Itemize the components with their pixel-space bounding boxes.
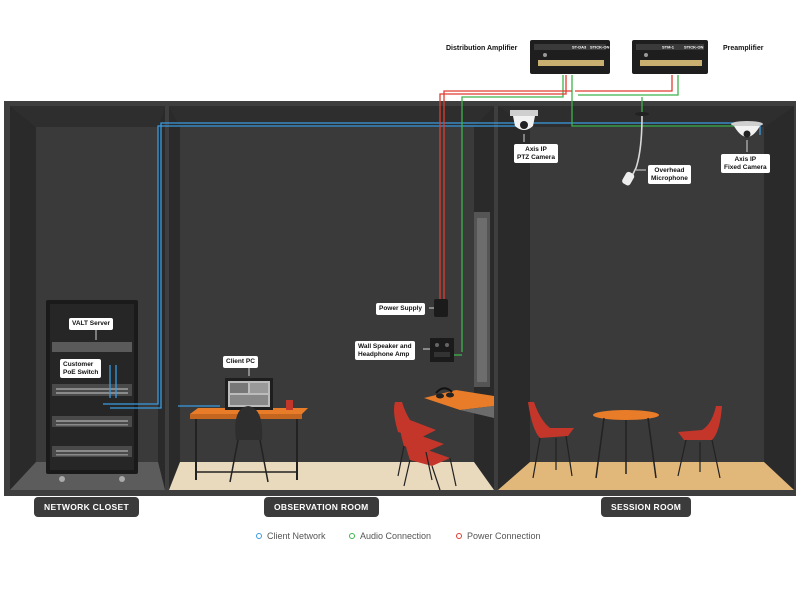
distribution-amplifier-label: Distribution Amplifier: [446, 45, 518, 52]
client-pc-label: Client PC: [223, 356, 258, 368]
preamplifier-device: STM-1 STICK-ON: [632, 40, 708, 74]
observation-floor: [169, 462, 494, 490]
session-floor: [498, 462, 794, 490]
legend-client-network: Client Network: [256, 531, 326, 541]
fixed-camera-label-line1: Axis IP: [734, 156, 757, 163]
legend-client-network-text: Client Network: [267, 531, 326, 541]
pre-unit-model: STM-1: [662, 45, 675, 50]
pre-unit-brand: STICK-ON: [684, 45, 703, 50]
network-closet-tag: NETWORK CLOSET: [34, 497, 139, 517]
power-supply-label: Power Supply: [376, 303, 425, 315]
wall-speaker-label-line2: Headphone Amp: [358, 350, 410, 358]
server-rack: [46, 300, 138, 482]
microphone-label-line2: Microphone: [651, 174, 688, 182]
poe-switch-label: Customer PoE Switch: [60, 359, 102, 378]
fixed-camera-label-line2: Fixed Camera: [724, 163, 767, 171]
legend-audio-connection-text: Audio Connection: [360, 531, 432, 541]
poe-switch-label-line2: PoE Switch: [63, 368, 99, 376]
microphone-label-line1: Overhead: [654, 167, 685, 174]
ptz-camera-label-line1: Axis IP: [525, 146, 547, 153]
ptz-camera-label: Axis IP PTZ Camera: [514, 144, 558, 163]
microphone-label: Overhead Microphone: [648, 165, 691, 184]
power-supply-device: [434, 299, 448, 317]
observation-chairs: [394, 402, 457, 491]
wall-speaker-device: [430, 338, 454, 362]
da-unit-model: ST-DA3: [572, 45, 587, 50]
power-connection-dot-icon: [456, 533, 462, 539]
fixed-camera-label: Axis IP Fixed Camera: [721, 154, 770, 173]
overhead-microphone-icon: [622, 112, 649, 186]
cup-icon: [286, 400, 293, 410]
client-network-dot-icon: [256, 533, 262, 539]
ptz-camera-icon: [510, 110, 538, 130]
poe-switch-label-line1: Customer: [63, 361, 94, 368]
legend-power-connection: Power Connection: [456, 531, 541, 541]
preamplifier-label: Preamplifier: [723, 45, 764, 52]
client-pc-desk: [190, 378, 308, 483]
audio-connection-dot-icon: [349, 533, 355, 539]
callout-pointers: [95, 134, 748, 376]
session-room-tag: SESSION ROOM: [601, 497, 692, 517]
network-cables: [103, 122, 761, 409]
wall-speaker-label: Wall Speaker and Headphone Amp: [355, 341, 415, 360]
observation-room-tag: OBSERVATION ROOM: [264, 497, 379, 517]
fixed-camera-icon: [731, 121, 763, 138]
desk-chair: [235, 406, 263, 440]
power-cables: [439, 75, 673, 300]
ptz-camera-label-line2: PTZ Camera: [517, 153, 555, 161]
valt-server-unit: [52, 342, 132, 352]
distribution-amplifier-device: ST-DA3 STICK-ON: [530, 40, 610, 74]
wall-speaker-label-line1: Wall Speaker and: [358, 343, 412, 350]
da-unit-brand: STICK-ON: [590, 45, 609, 50]
observation-shelf: [424, 387, 494, 418]
valt-server-label: VALT Server: [69, 318, 114, 330]
session-furniture: [528, 402, 722, 479]
legend-audio-connection: Audio Connection: [349, 531, 431, 541]
legend-power-connection-text: Power Connection: [467, 531, 541, 541]
